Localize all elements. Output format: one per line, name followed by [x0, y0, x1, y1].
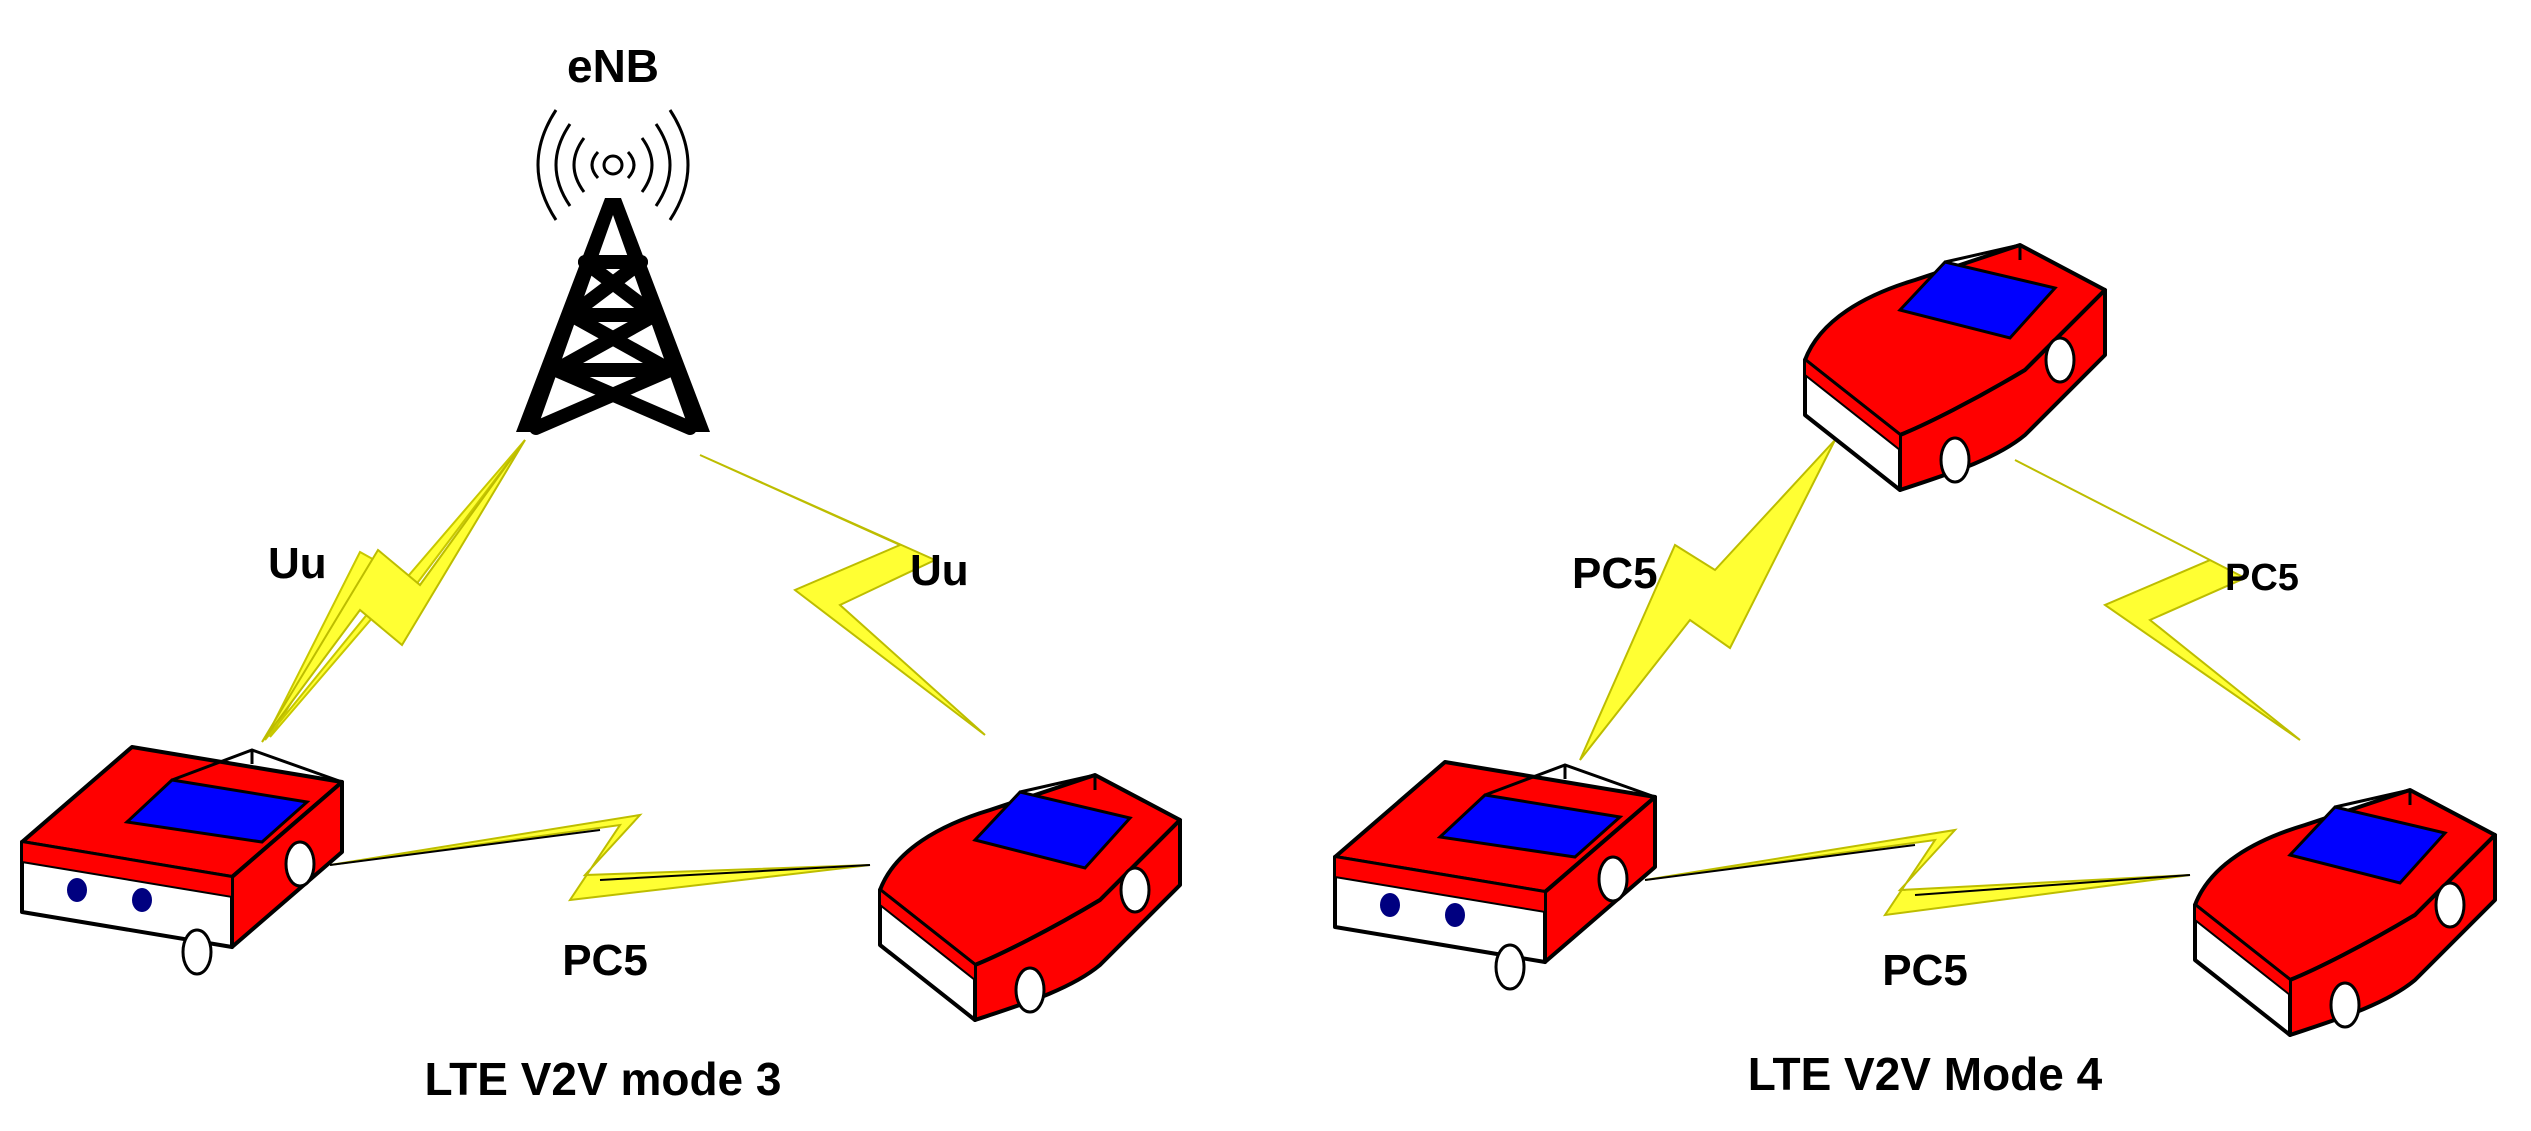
- lightning-link-icon: [329, 813, 871, 902]
- link-label-pc5-left: PC5: [1572, 549, 1658, 598]
- caption-mode-3: LTE V2V mode 3: [424, 1053, 781, 1105]
- car-icon: [878, 773, 1182, 1022]
- caption-mode-4: LTE V2V Mode 4: [1748, 1048, 2103, 1100]
- lightning-link-icon: [1644, 828, 2191, 917]
- link-label-pc5-bottom-left: PC5: [562, 936, 648, 985]
- car-icon: [20, 745, 344, 976]
- lightning-link-icon: [699, 454, 986, 736]
- lightning-link-icon: [2014, 459, 2301, 741]
- lightning-link-icon: [1579, 439, 1836, 761]
- lightning-link-icon: [261, 439, 526, 743]
- cell-tower-icon: [516, 109, 710, 435]
- link-label-uu-right: Uu: [910, 546, 969, 595]
- car-icon: [1333, 760, 1657, 991]
- link-label-pc5-bottom-right: PC5: [1882, 946, 1968, 995]
- link-label-pc5-right: PC5: [2225, 557, 2299, 599]
- car-icon: [1803, 243, 2107, 492]
- link-label-uu-left: Uu: [268, 539, 327, 588]
- enb-label: eNB: [567, 40, 659, 92]
- car-icon: [2193, 788, 2497, 1037]
